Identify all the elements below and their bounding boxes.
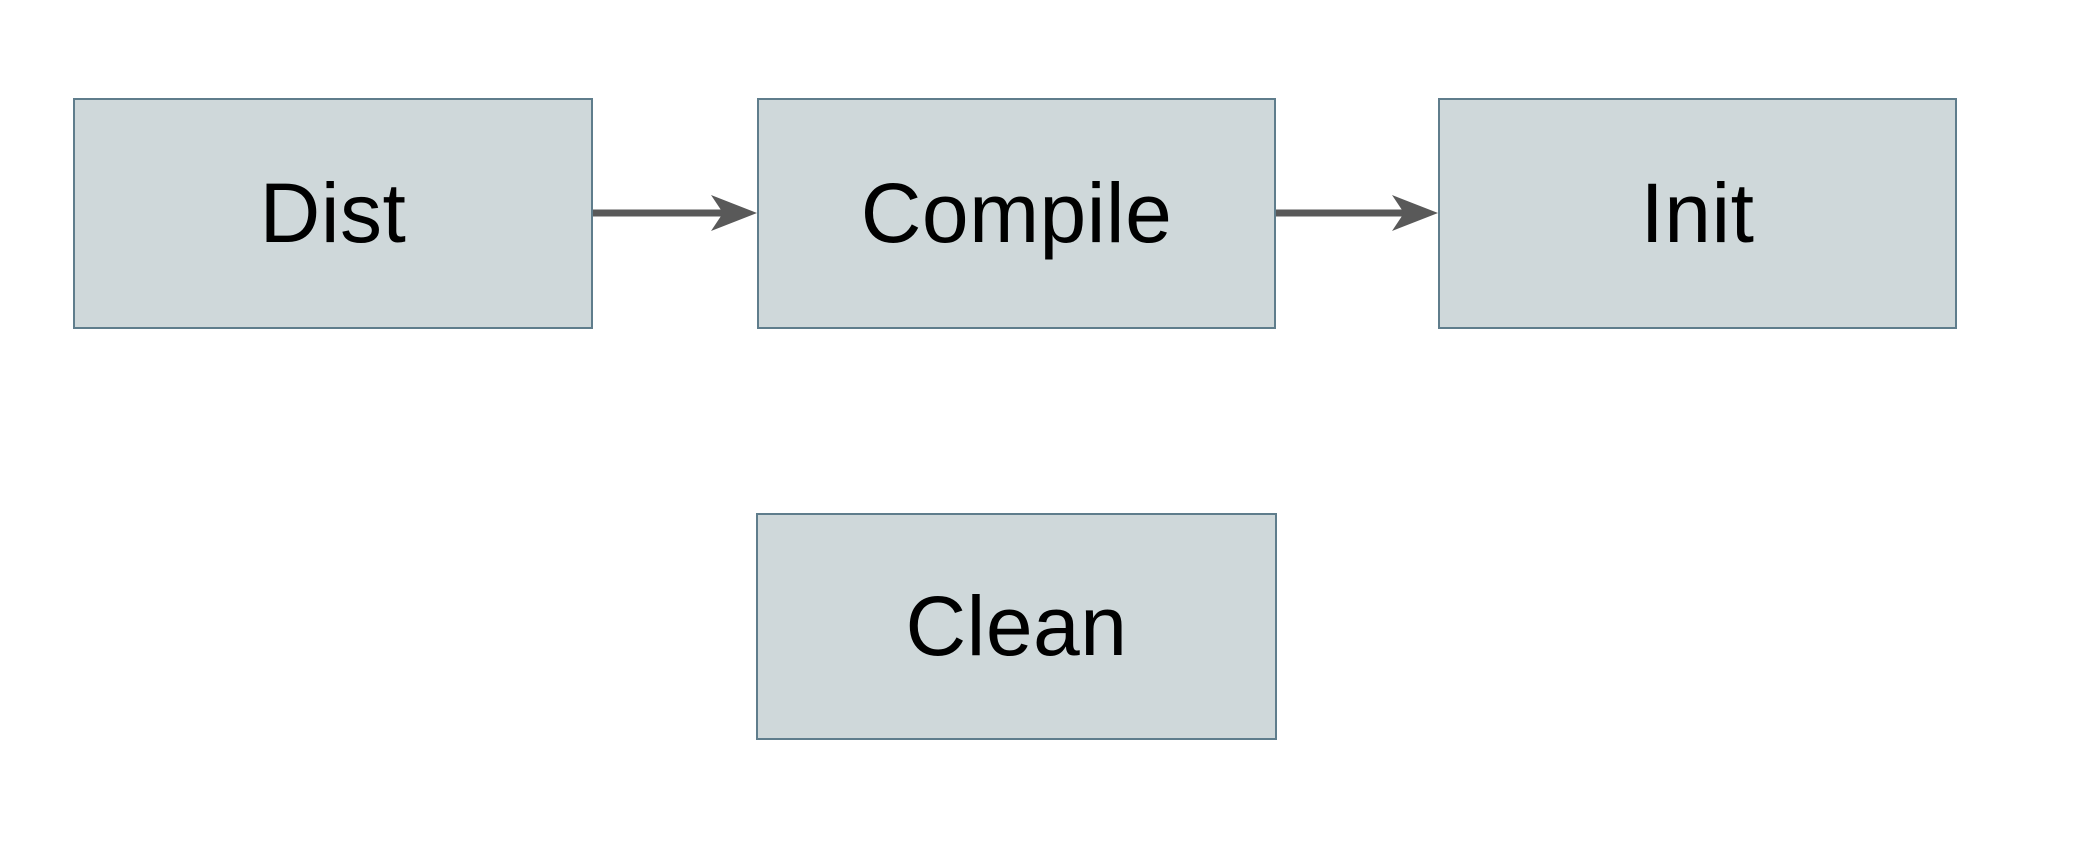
arrow-compile-to-init-head [1392,195,1438,231]
node-dist: Dist [73,98,593,329]
arrow-compile-to-init [1276,195,1438,231]
node-init: Init [1438,98,1957,329]
node-init-label: Init [1640,166,1755,260]
node-clean: Clean [756,513,1277,740]
node-compile: Compile [757,98,1276,329]
node-clean-label: Clean [905,579,1128,673]
node-compile-label: Compile [860,166,1173,260]
node-dist-label: Dist [259,166,407,260]
arrow-dist-to-compile-head [711,195,757,231]
arrow-dist-to-compile [593,195,757,231]
